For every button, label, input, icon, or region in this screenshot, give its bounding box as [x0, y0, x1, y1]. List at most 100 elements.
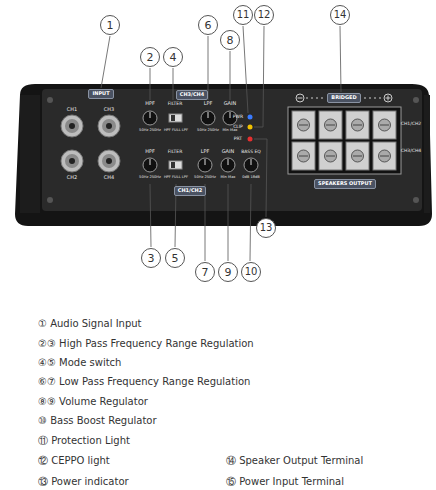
rca-jacks	[69, 123, 75, 129]
rca-jacks	[69, 158, 75, 164]
callout-number: 7	[202, 267, 209, 278]
control-knobs	[230, 112, 231, 118]
callout-circle: 12	[254, 5, 274, 25]
panel-label: CH1/CH2	[401, 122, 421, 127]
callout-number: 10	[245, 267, 258, 277]
callout-circle: 2	[140, 47, 160, 67]
filter-switches	[169, 114, 182, 122]
speaker-terminal-block	[326, 156, 335, 157]
callout-number: 11	[237, 10, 250, 20]
panel-tag-text: CH1/CH2	[178, 187, 203, 193]
bridged-symbols	[298, 98, 303, 99]
speaker-terminal-block	[319, 111, 342, 139]
callout-number: 14	[334, 10, 347, 20]
panel-label: LPF	[204, 101, 213, 107]
control-knobs	[228, 159, 229, 165]
rca-jacks	[65, 119, 79, 133]
leader-lines	[228, 184, 229, 261]
bridged-symbols	[306, 98, 324, 99]
panel-label: Min Max	[221, 176, 236, 180]
amplifier-body	[42, 89, 422, 211]
speaker-terminal-block	[352, 119, 364, 131]
callout-circle: 7	[195, 262, 215, 282]
callout-number: 3	[148, 253, 155, 264]
leader-lines	[173, 68, 174, 100]
control-knobs	[201, 111, 215, 125]
bridged-symbols	[384, 94, 392, 102]
bridged-symbols	[388, 96, 389, 101]
speaker-terminal-block	[380, 156, 389, 157]
speaker-terminal-block	[298, 119, 310, 131]
rca-jacks	[61, 115, 120, 172]
panel-label: 50Hz 250Hz	[197, 129, 219, 133]
speaker-terminal-block	[288, 107, 401, 174]
rca-jacks	[106, 158, 112, 164]
panel-label: 50Hz 250Hz	[139, 129, 161, 133]
panel-tag-text: CH3/CH4	[180, 91, 205, 97]
panel-tag-text: BRIDGED	[331, 94, 356, 100]
key-entry: ⑧⑨ Volume Regulator	[38, 396, 148, 407]
leader-lines	[150, 184, 151, 247]
panel-tag: CH1/CH2	[174, 186, 207, 196]
panel-label: HPF FULL LPF	[164, 129, 188, 133]
key-entry: ⑮ Power Input Terminal	[226, 476, 344, 487]
panel-tag: SPEAKERS OUTPUT	[314, 179, 376, 189]
panel-label: PRT	[234, 137, 242, 142]
speaker-terminal-block	[379, 150, 391, 162]
filter-switches	[171, 162, 175, 168]
panel-label: CH3/CH4	[401, 149, 421, 154]
amplifier-body	[20, 95, 40, 213]
callout-number: 4	[170, 52, 177, 63]
callout-number: 2	[147, 52, 154, 63]
bridged-symbols	[364, 98, 382, 99]
control-knobs	[143, 111, 258, 172]
control-knobs	[150, 159, 151, 165]
panel-label: HPF	[145, 149, 155, 155]
status-leds	[248, 137, 253, 142]
speaker-terminal-block	[379, 119, 391, 131]
control-knobs	[150, 112, 151, 118]
callout-number: 6	[205, 20, 212, 31]
speaker-terminal-block	[373, 142, 396, 170]
speaker-terminal-block	[380, 125, 389, 126]
rca-jacks	[106, 123, 112, 129]
callout-circle: 10	[241, 262, 261, 282]
speaker-terminal-block	[299, 156, 308, 157]
amplifier-body	[413, 197, 419, 203]
callout-circle: 6	[198, 15, 218, 35]
amplifier-body	[15, 84, 432, 226]
rca-jacks	[102, 119, 116, 133]
callout-circle: 11	[233, 5, 253, 25]
key-entry: ⑩ Bass Boost Regulator	[38, 415, 157, 426]
panel-label: HPF	[145, 101, 155, 107]
amplifier-body	[424, 95, 430, 213]
control-knobs	[143, 111, 157, 125]
rca-jacks	[61, 150, 83, 172]
callout-number: 12	[258, 10, 271, 20]
panel-tag: INPUT	[88, 89, 113, 99]
callout-circle: 9	[218, 262, 238, 282]
bridged-symbols	[296, 94, 304, 102]
panel-label: Min Max	[223, 129, 238, 133]
status-leds	[248, 115, 253, 120]
rca-jacks	[98, 115, 120, 137]
speaker-terminal-block	[353, 125, 362, 126]
leader-lines	[150, 68, 151, 100]
filter-switches	[169, 161, 182, 169]
panel-label: FILTER	[168, 150, 183, 155]
rca-jacks	[61, 115, 83, 137]
panel-tag: CH3/CH4	[176, 90, 209, 100]
speaker-terminal-block	[292, 142, 315, 170]
leader-lines	[101, 36, 110, 88]
panel-label: GAIN	[222, 149, 235, 155]
panel-label: CH1	[67, 107, 77, 113]
speaker-terminal-block	[299, 125, 308, 126]
callout-circle: 5	[165, 248, 185, 268]
control-knobs	[251, 159, 252, 165]
speaker-terminal-block	[298, 150, 310, 162]
callout-circle: 14	[330, 5, 350, 25]
panel-label: LPF	[201, 149, 210, 155]
speaker-terminal-block	[352, 150, 364, 162]
control-knobs	[244, 158, 258, 172]
